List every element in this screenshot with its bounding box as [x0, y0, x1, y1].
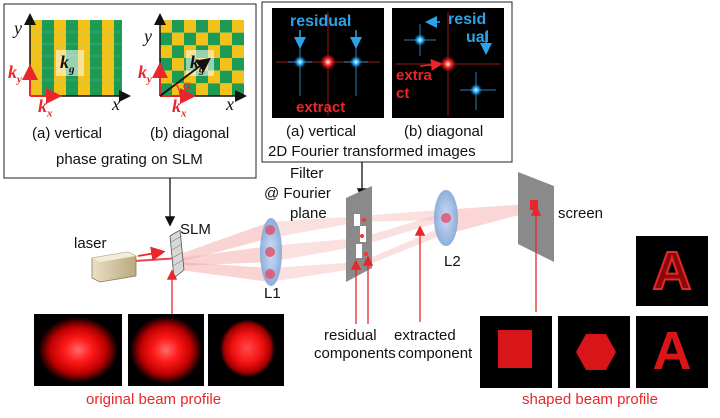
- grating-cell: [172, 20, 184, 33]
- grating-cell: [232, 70, 244, 84]
- grating-cell: [160, 58, 172, 71]
- grating-cell: [220, 45, 232, 58]
- shaped-letter-a-bottom: A: [652, 321, 692, 381]
- grating-cell: [160, 20, 172, 33]
- lens-l1-label: L1: [264, 285, 281, 302]
- laser-label: laser: [74, 235, 107, 252]
- grating-cell: [160, 32, 172, 46]
- diagonal-ky-label: ky: [138, 62, 152, 86]
- screen-label: screen: [558, 205, 604, 222]
- grating-diagonal-caption: (b) diagonal: [150, 125, 230, 142]
- shaped-beam-profile-caption: shaped beam profile: [522, 391, 658, 408]
- fourier-panel: [261, 1, 513, 199]
- grating-cell: [220, 20, 232, 33]
- grating-cell: [232, 20, 244, 33]
- vertical-axis-x-label: x: [112, 94, 120, 114]
- vertical-spots: [276, 12, 380, 116]
- filter-label-line1: Filter: [290, 165, 324, 182]
- grating-cell: [208, 32, 220, 46]
- residual-components-line1: residual: [324, 327, 377, 344]
- extract-label-a: extract: [296, 99, 346, 116]
- shaped-profiles: [480, 236, 708, 388]
- grating-cell: [220, 58, 232, 71]
- grating-panel-footer: phase grating on SLM: [56, 151, 203, 168]
- shaped-letter-a-top: A: [652, 240, 693, 302]
- grating-cell: [220, 32, 232, 46]
- grating-panel: [3, 3, 257, 227]
- extract-label-b-1: extra: [396, 67, 432, 84]
- grating-cell: [220, 70, 232, 84]
- residual-label-b-1: resid: [448, 11, 487, 28]
- residual-components-line2: components: [314, 345, 396, 362]
- original-beam-profile-caption: original beam profile: [86, 391, 222, 408]
- residual-label-b-2: ual: [466, 29, 490, 46]
- laser-to-slm-arrow: [137, 246, 166, 261]
- diagonal-axes: [152, 13, 247, 104]
- filter-label-line3: plane: [290, 205, 327, 222]
- lens-l1: [260, 218, 282, 286]
- grating-cell: [232, 58, 244, 71]
- grating-cell: [160, 45, 172, 58]
- vertical-axis-y-label: y: [14, 18, 22, 38]
- fourier-panel-footer: 2D Fourier transformed images: [268, 143, 476, 160]
- vertical-ky-label: ky: [8, 62, 22, 86]
- vertical-kx-label: kx: [38, 96, 53, 120]
- grating-cell: [196, 32, 208, 46]
- diagonal-kx-label: kx: [172, 96, 187, 120]
- filter-label-line2: @ Fourier: [264, 185, 331, 202]
- pointer-lines: [166, 205, 542, 324]
- grating-cell: [196, 83, 208, 96]
- alpha-angle-label: α: [183, 78, 191, 93]
- grating-cell: [220, 83, 232, 96]
- grating-cell: [232, 45, 244, 58]
- slm-label: SLM: [180, 221, 211, 238]
- grating-cell: [232, 32, 244, 46]
- lens-l2-label: L2: [444, 253, 461, 270]
- grating-cell: [196, 20, 208, 33]
- extracted-component-line2: component: [398, 345, 473, 362]
- extract-label-b-2: ct: [396, 85, 410, 102]
- grating-cell: [208, 83, 220, 96]
- diagonal-kg-label: kg: [190, 52, 205, 76]
- vertical-kg-label: kg: [60, 52, 75, 76]
- grating-cell: [184, 20, 196, 33]
- diagonal-spots: [396, 12, 500, 116]
- fourier-diagonal-caption: (b) diagonal: [404, 123, 484, 140]
- fourier-vertical-caption: (a) vertical: [286, 123, 357, 140]
- grating-cell: [208, 20, 220, 33]
- diagonal-grating: [160, 20, 244, 96]
- laser-body: [91, 251, 137, 283]
- diagonal-axis-x-label: x: [226, 94, 234, 114]
- grating-cell: [172, 45, 184, 58]
- grating-cell: [172, 58, 184, 71]
- grating-cell: [172, 32, 184, 46]
- vertical-grating: [22, 13, 131, 104]
- slm-device: [169, 229, 185, 279]
- grating-cell: [160, 70, 172, 84]
- grating-cell: [184, 32, 196, 46]
- lens-l2: [434, 190, 458, 246]
- grating-vertical-caption: (a) vertical: [32, 125, 103, 142]
- extracted-component-line1: extracted: [394, 327, 456, 344]
- original-profiles: [34, 314, 284, 386]
- diagonal-axis-y-label: y: [144, 26, 152, 46]
- beam-paths: [119, 204, 530, 282]
- residual-label-a: residual: [290, 13, 352, 30]
